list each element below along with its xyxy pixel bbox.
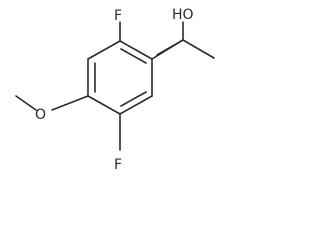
ring-bond-c4-c5	[87, 95, 121, 115]
ring-bond-c1-c2	[119, 40, 153, 60]
atom-label-f-top: F	[114, 8, 122, 24]
bond-carbon-to-methyl-a	[182, 39, 215, 59]
ring-bond-c5-c6	[119, 95, 153, 115]
atom-label-oh: HO	[172, 7, 194, 23]
ring-double-bond-c5-c6	[120, 91, 147, 107]
bond-ring-to-o-methoxy	[51, 95, 89, 111]
ring-double-bond-c1-c2	[120, 48, 147, 64]
ring-bond-c2-c3	[87, 40, 121, 60]
atom-label-f-bottom: F	[114, 157, 122, 173]
bond-carbon-to-methyl-b	[156, 39, 184, 56]
chemical-structure-diagram: F HO O F	[15, 7, 215, 173]
bond-o-to-methyl	[15, 95, 37, 111]
atom-label-o-methoxy: O	[35, 107, 46, 123]
